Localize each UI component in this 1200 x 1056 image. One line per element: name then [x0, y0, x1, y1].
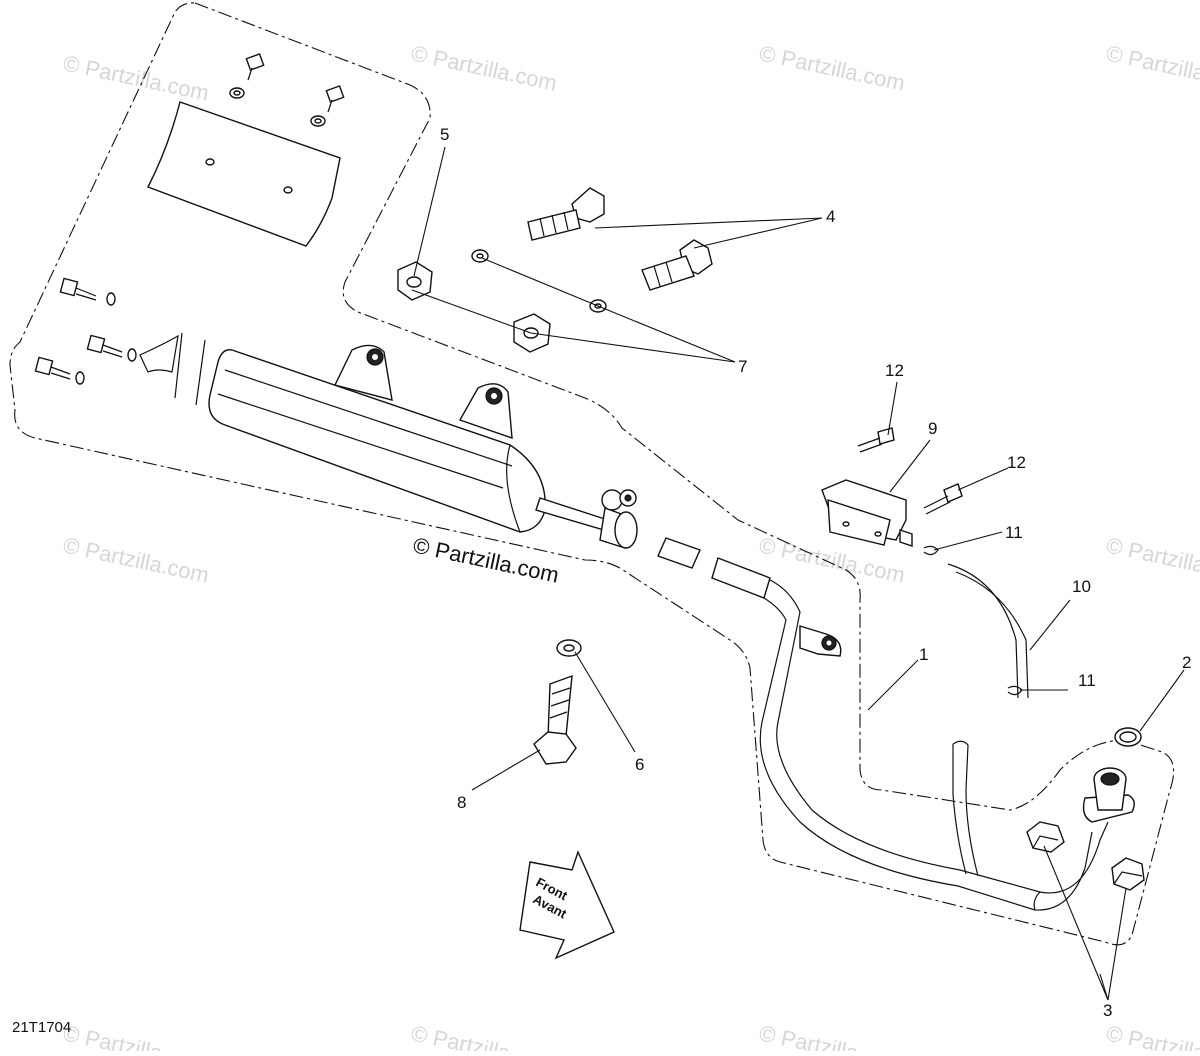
sensor-screws [857, 427, 963, 515]
watermark: © Partzilla.com [409, 40, 559, 95]
flange-nuts [1026, 821, 1145, 891]
callout-11-lower: 11 [1078, 671, 1096, 690]
watermark: © Partzilla.com [61, 1020, 211, 1051]
exhaust-pipe [759, 579, 1135, 911]
callout-1: 1 [919, 645, 928, 664]
heat-shield-screws [229, 53, 345, 127]
watermark: © Partzilla.com [1104, 40, 1200, 95]
callouts: 1 2 3 4 5 6 7 8 9 10 11 11 12 12 [440, 125, 1191, 1020]
bracket-bolts [527, 187, 713, 291]
vent-hose [947, 563, 1029, 699]
sensor-bracket [821, 479, 913, 547]
callout-12-lower: 12 [1007, 453, 1026, 472]
watermark: © Partzilla.com [409, 1020, 559, 1051]
callout-6: 6 [635, 755, 644, 774]
hose-clamps [923, 545, 1023, 696]
watermark: © Partzilla.com [757, 40, 907, 95]
callout-2: 2 [1182, 653, 1191, 672]
watermark: © Partzilla.com [1104, 532, 1200, 587]
assembly-boundary [9, 2, 1175, 946]
lower-bolt [533, 639, 582, 765]
muffler [208, 344, 638, 549]
front-direction-arrow: Front Avant [519, 850, 615, 960]
callout-3: 3 [1103, 1001, 1112, 1020]
heat-shield [147, 101, 341, 247]
callout-7: 7 [738, 357, 747, 376]
callout-8: 8 [457, 793, 466, 812]
diagram-id: 21T1704 [12, 1019, 71, 1036]
end-cap-screws [34, 277, 206, 406]
watermark: © Partzilla.com [61, 532, 211, 587]
pipe-gaskets [657, 537, 771, 599]
callout-10: 10 [1072, 577, 1091, 596]
watermark: © Partzilla.com [757, 1020, 907, 1051]
watermark: © Partzilla.com [61, 50, 211, 105]
watermark-main: © Partzilla.com [411, 532, 561, 587]
callout-11-upper: 11 [1005, 523, 1023, 542]
watermark: © Partzilla.com [1104, 1020, 1200, 1051]
bracket-nuts [397, 261, 551, 353]
callout-4: 4 [826, 207, 835, 226]
callout-9: 9 [928, 419, 937, 438]
callout-5: 5 [440, 125, 449, 144]
callout-12-upper: 12 [885, 361, 904, 380]
leader-lines [411, 146, 1185, 1001]
exhaust-gasket [1114, 727, 1142, 747]
